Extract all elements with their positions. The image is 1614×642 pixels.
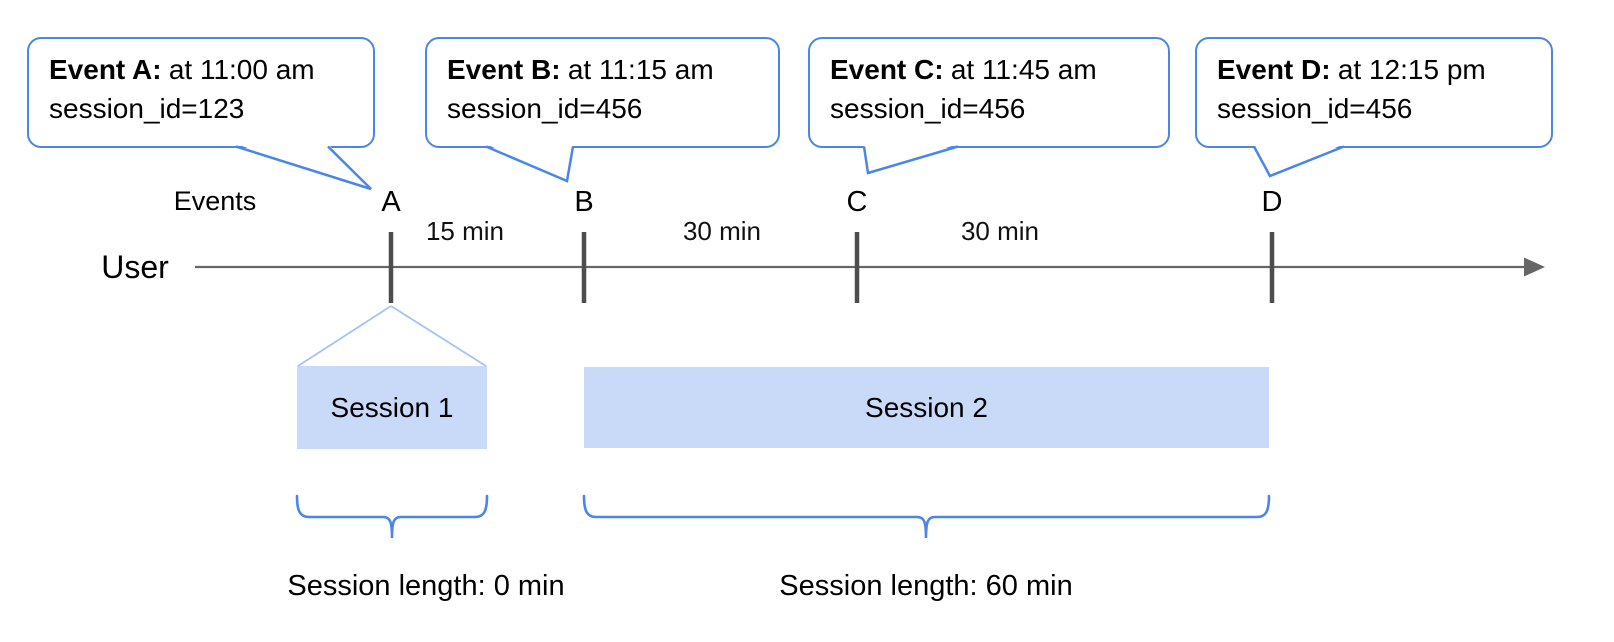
session-1-label: Session 1: [330, 391, 454, 423]
session-1-brace: [295, 494, 489, 539]
event-b-session-id: session_id=456: [447, 93, 643, 124]
event-marker-label-d: D: [1261, 186, 1283, 218]
user-row-label: User: [101, 249, 169, 285]
event-c-time: at 11:45 am: [950, 54, 1097, 85]
session-2-bar: Session 2: [584, 367, 1269, 448]
bubble-line-1: Event B:at 11:15 am: [447, 50, 758, 89]
event-b-time: at 11:15 am: [567, 54, 714, 85]
speech-bubble-event-b: Event B:at 11:15 am session_id=456: [425, 37, 780, 148]
bubble-tail-b: [485, 144, 575, 183]
speech-bubble-event-c: Event C:at 11:45 am session_id=456: [808, 37, 1170, 148]
event-d-time: at 12:15 pm: [1337, 54, 1486, 85]
session-1-bar: Session 1: [297, 366, 487, 449]
timeline-arrow-icon: [1524, 257, 1545, 277]
event-a-session-id: session_id=123: [49, 93, 245, 124]
event-marker-label-c: C: [846, 186, 868, 218]
session-1-length-label: Session length: 0 min: [287, 570, 565, 602]
event-c-session-id: session_id=456: [830, 93, 1026, 124]
event-b-title: Event B:: [447, 54, 561, 85]
bubble-tail-d: [1252, 144, 1345, 178]
event-c-title: Event C:: [830, 54, 944, 85]
bubble-line-1: Event A:at 11:00 am: [49, 50, 353, 89]
bubble-line-1: Event D:at 12:15 pm: [1217, 50, 1531, 89]
session-2-brace: [582, 494, 1271, 539]
interval-label-c-d: 30 min: [960, 216, 1040, 246]
session-1-funnel-lines: [297, 305, 487, 367]
speech-bubble-event-a: Event A:at 11:00 am session_id=123: [27, 37, 375, 148]
session-2-label: Session 2: [865, 391, 988, 423]
bubble-tail-c: [862, 144, 959, 175]
event-d-title: Event D:: [1217, 54, 1331, 85]
interval-label-b-c: 30 min: [682, 216, 762, 246]
bubble-tail-a: [235, 144, 372, 191]
speech-bubble-event-d: Event D:at 12:15 pm session_id=456: [1195, 37, 1553, 148]
event-a-title: Event A:: [49, 54, 162, 85]
events-row-label: Events: [173, 186, 257, 216]
session-2-length-label: Session length: 60 min: [779, 570, 1073, 602]
interval-label-a-b: 15 min: [425, 216, 505, 246]
event-a-time: at 11:00 am: [168, 54, 315, 85]
event-marker-label-a: A: [381, 186, 401, 218]
event-d-session-id: session_id=456: [1217, 93, 1413, 124]
event-marker-label-b: B: [574, 186, 594, 218]
bubble-line-1: Event C:at 11:45 am: [830, 50, 1148, 89]
